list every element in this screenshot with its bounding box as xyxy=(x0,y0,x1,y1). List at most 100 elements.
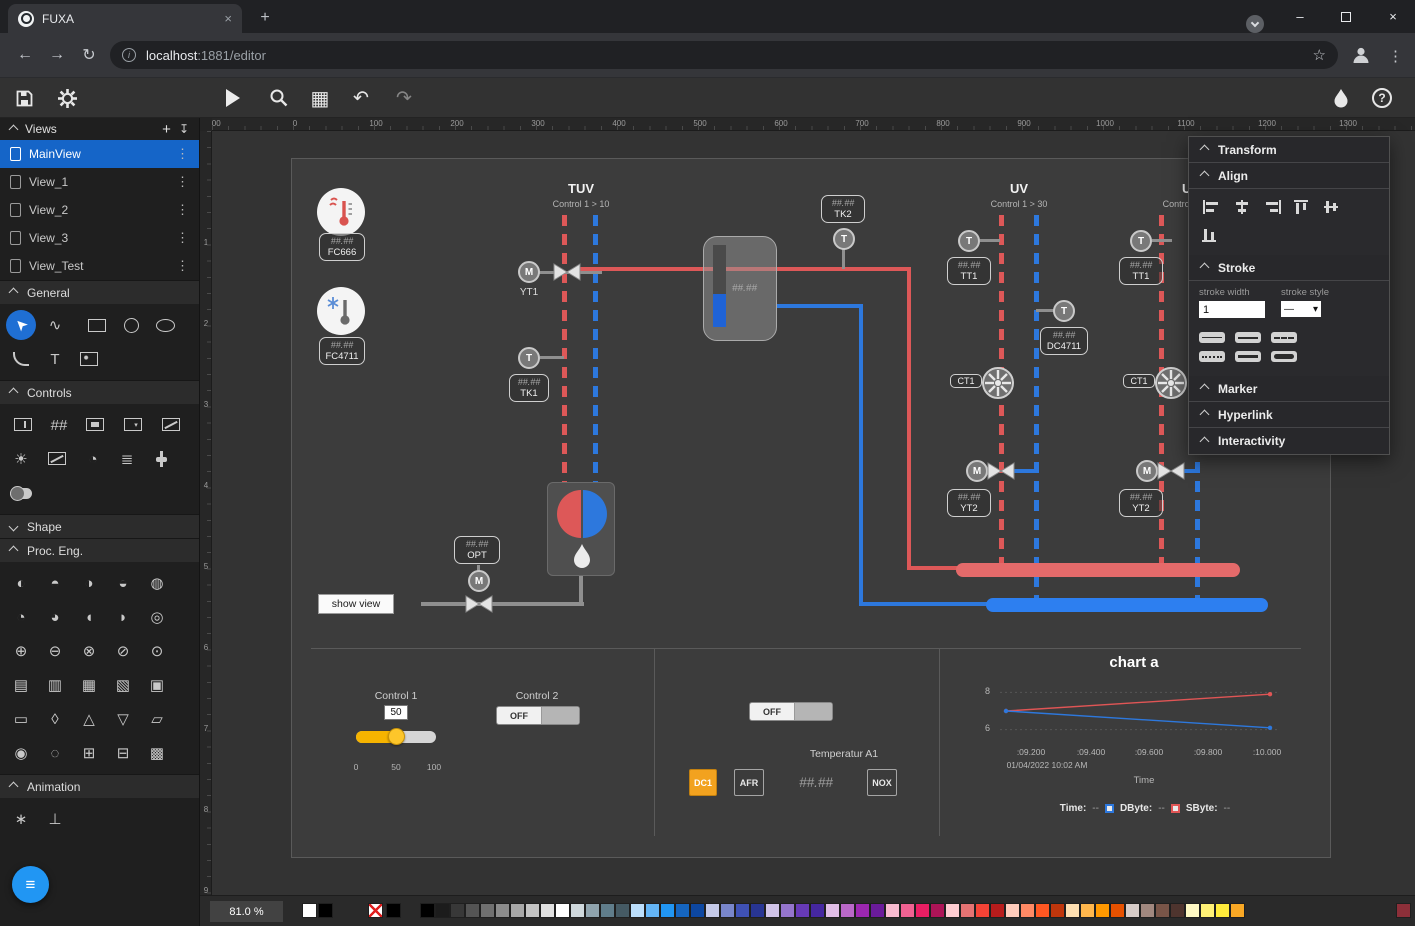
section-animation[interactable]: Animation xyxy=(0,774,199,798)
palette-swatch[interactable] xyxy=(1200,903,1215,918)
sidebar-item-view3[interactable]: View_3 ⋮ xyxy=(0,224,199,252)
value-control-icon[interactable]: ## xyxy=(50,416,68,434)
nox-button[interactable]: NOX xyxy=(867,769,897,796)
line-style-dashed-option[interactable] xyxy=(1271,332,1297,343)
pipe-dashed-red[interactable] xyxy=(562,215,567,483)
line-style-solid-medium-option[interactable] xyxy=(1235,332,1261,343)
hot-sensor-widget[interactable] xyxy=(317,188,365,236)
palette-swatch[interactable] xyxy=(990,903,1005,918)
temp-sensor[interactable]: T xyxy=(1053,300,1075,322)
proc-symbol-icon[interactable]: ◑ xyxy=(84,574,94,592)
palette-swatch[interactable] xyxy=(945,903,960,918)
proc-symbol-icon[interactable]: ◌ xyxy=(50,744,60,762)
proc-symbol-icon[interactable]: △ xyxy=(83,711,95,728)
profile-avatar-icon[interactable] xyxy=(1350,44,1372,66)
bookmark-star-icon[interactable]: ☆ xyxy=(1312,47,1326,64)
motor-indicator[interactable]: M xyxy=(1136,460,1158,482)
proc-symbol-icon[interactable]: ▥ xyxy=(47,677,63,694)
palette-swatch[interactable] xyxy=(1125,903,1140,918)
palette-swatch[interactable] xyxy=(1230,903,1245,918)
align-bottom-button[interactable] xyxy=(1197,223,1381,247)
design-surface[interactable]: TUV Control 1 > 10 UV Control 1 > 30 UV … xyxy=(291,158,1331,858)
palette-swatch[interactable] xyxy=(810,903,825,918)
pipe-dashed-blue[interactable] xyxy=(1034,215,1039,599)
align-top-button[interactable] xyxy=(1287,195,1317,219)
align-middle-button[interactable] xyxy=(1317,195,1347,219)
valve-icon[interactable] xyxy=(465,595,493,613)
section-transform[interactable]: Transform xyxy=(1189,137,1389,163)
proc-symbol-icon[interactable]: ⊟ xyxy=(116,745,130,762)
palette-swatch[interactable] xyxy=(1080,903,1095,918)
site-info-icon[interactable]: i xyxy=(122,48,136,62)
sidebar-item-mainview[interactable]: MainView ⋮ xyxy=(0,140,199,168)
stroke-color-swatch[interactable] xyxy=(318,903,333,918)
uv-title[interactable]: UV xyxy=(1009,181,1029,196)
pipe-animation-icon[interactable]: ⊥ xyxy=(48,811,62,828)
section-general[interactable]: General xyxy=(0,280,199,304)
uv-subtitle[interactable]: Control 1 > 30 xyxy=(990,199,1048,209)
proc-symbol-icon[interactable]: ▭ xyxy=(13,711,29,728)
text-tool-icon[interactable]: T xyxy=(50,350,60,368)
black-swatch[interactable] xyxy=(386,903,401,918)
section-align[interactable]: Align xyxy=(1189,163,1389,189)
palette-swatch[interactable] xyxy=(480,903,495,918)
palette-swatch[interactable] xyxy=(825,903,840,918)
fan-icon[interactable] xyxy=(981,366,1015,400)
proc-symbol-icon[interactable]: ◍ xyxy=(150,575,164,592)
view-menu-icon[interactable]: ⋮ xyxy=(176,258,189,273)
transparent-swatch[interactable] xyxy=(368,903,383,918)
palette-swatch[interactable] xyxy=(735,903,750,918)
palette-swatch[interactable] xyxy=(720,903,735,918)
palette-swatch[interactable] xyxy=(1020,903,1035,918)
align-left-button[interactable] xyxy=(1197,195,1227,219)
url-omnibox[interactable]: i localhost:1881/editor ☆ xyxy=(110,41,1338,69)
proc-symbol-icon[interactable]: ⊖ xyxy=(48,643,62,660)
palette-swatch[interactable] xyxy=(675,903,690,918)
export-views-icon[interactable]: ↧ xyxy=(178,122,189,136)
palette-swatch[interactable] xyxy=(1110,903,1125,918)
device-tag-tt1-b[interactable]: ##.## TT1 xyxy=(1119,257,1163,285)
palette-swatch[interactable] xyxy=(705,903,720,918)
fan-animation-icon[interactable]: ∗ xyxy=(14,811,28,828)
view-menu-icon[interactable]: ⋮ xyxy=(176,230,189,245)
palette-swatch[interactable] xyxy=(765,903,780,918)
palette-last-swatch[interactable] xyxy=(1396,903,1411,918)
proc-symbol-icon[interactable]: ▽ xyxy=(117,711,129,728)
section-shape[interactable]: Shape xyxy=(0,514,199,538)
curve-tool-icon[interactable]: ∿ xyxy=(48,317,62,334)
button-control-icon[interactable] xyxy=(162,418,180,431)
line-style-solid-thick-option[interactable] xyxy=(1235,351,1261,362)
proc-symbol-icon[interactable]: ◊ xyxy=(51,710,59,728)
palette-swatch[interactable] xyxy=(915,903,930,918)
align-center-button[interactable] xyxy=(1227,195,1257,219)
section-hyperlink[interactable]: Hyperlink xyxy=(1189,402,1389,428)
device-tag-tk1[interactable]: ##.## TK1 xyxy=(509,374,549,402)
chart-plot-svg[interactable] xyxy=(1000,683,1280,739)
palette-swatch[interactable] xyxy=(1140,903,1155,918)
path-tool-icon[interactable] xyxy=(8,346,34,372)
input-control-icon[interactable] xyxy=(14,418,32,431)
proc-symbol-icon[interactable]: ◓ xyxy=(50,574,60,592)
window-maximize-button[interactable] xyxy=(1328,0,1364,33)
save-button[interactable] xyxy=(10,84,38,112)
section-interactivity[interactable]: Interactivity xyxy=(1189,428,1389,454)
pipe-blue-thick[interactable] xyxy=(986,598,1268,612)
palette-swatch[interactable] xyxy=(855,903,870,918)
proc-symbol-icon[interactable]: ▱ xyxy=(151,711,163,728)
main-menu-fab[interactable]: ≡ xyxy=(12,866,49,903)
dc1-button[interactable]: DC1 xyxy=(689,769,717,796)
sidebar-item-view1[interactable]: View_1 ⋮ xyxy=(0,168,199,196)
line-style-dotted-option[interactable] xyxy=(1199,351,1225,362)
device-tag-dc4711[interactable]: ##.## DC4711 xyxy=(1040,327,1088,355)
rect-tool-icon[interactable] xyxy=(84,312,110,338)
palette-swatch[interactable] xyxy=(555,903,570,918)
tuv-title[interactable]: TUV xyxy=(568,181,594,196)
back-icon[interactable]: ← xyxy=(17,46,33,63)
view-menu-icon[interactable]: ⋮ xyxy=(176,202,189,217)
proc-symbol-icon[interactable]: ⊘ xyxy=(116,643,130,660)
undo-button[interactable]: ↶ xyxy=(353,87,369,109)
palette-swatch[interactable] xyxy=(795,903,810,918)
zoom-level[interactable]: 81.0 % xyxy=(210,901,283,922)
proc-symbol-icon[interactable]: ◔ xyxy=(16,608,26,626)
proc-symbol-icon[interactable]: ▣ xyxy=(149,677,165,694)
